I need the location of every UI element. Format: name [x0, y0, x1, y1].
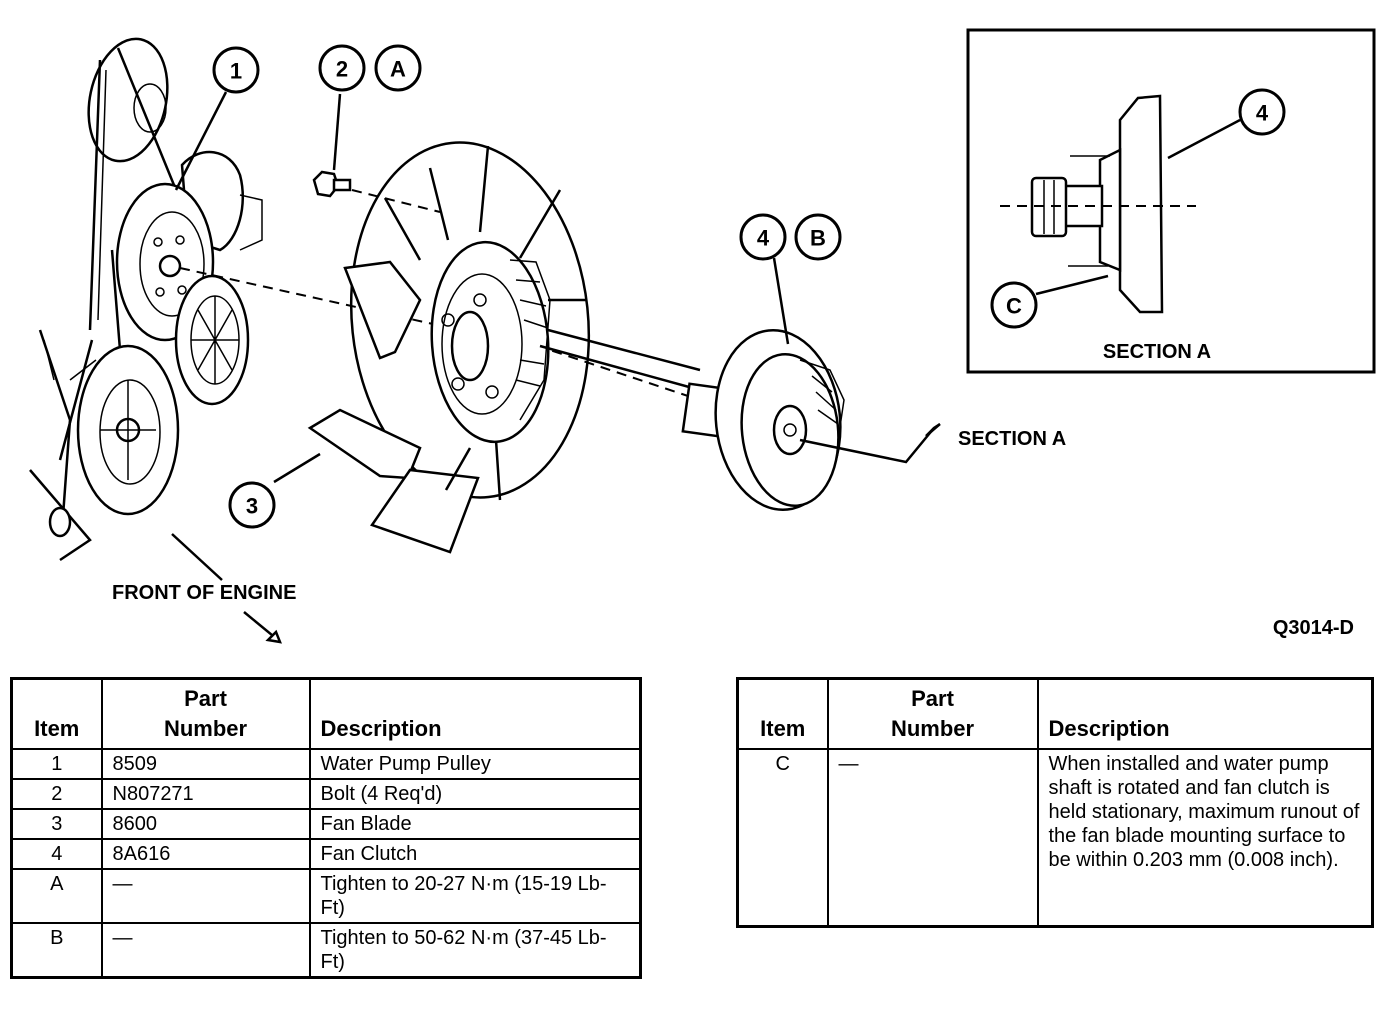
row-part: 8A616 [100, 837, 311, 870]
row-part: 8509 [100, 747, 311, 780]
table-row: A — Tighten to 20-27 N·m (15-19 Lb-Ft) [10, 867, 642, 924]
table-row: 2 N807271 Bolt (4 Req'd) [10, 777, 642, 810]
svg-text:2: 2 [336, 57, 348, 82]
parts-table-left: Item Part Number Description 1 8509 Wate… [10, 677, 642, 979]
figure-id: Q3014-D [1273, 617, 1354, 639]
callout-b: B [794, 213, 842, 261]
row-part: — [100, 921, 311, 978]
row-item: C [736, 747, 829, 928]
fan-hub [430, 240, 550, 444]
row-description: Fan Clutch [308, 837, 642, 870]
row-item: 1 [10, 747, 103, 780]
col-header-item: Item [736, 677, 829, 750]
row-description: Tighten to 50-62 N·m (37-45 Lb-Ft) [308, 921, 642, 978]
callout-c: C [990, 281, 1038, 329]
section-a-cut-line [799, 427, 935, 464]
callout-a: A [374, 44, 422, 92]
front-of-engine-label: FRONT OF ENGINE [112, 582, 296, 604]
fan-clutch [539, 328, 845, 511]
svg-text:A: A [390, 57, 406, 82]
section-a-caption: SECTION A [1103, 341, 1211, 363]
col-header-part-number: Part Number [100, 677, 311, 750]
table-row: C — When installed and water pump shaft … [736, 747, 1374, 928]
section-a-inset: 4 C SECTION A [966, 28, 1376, 374]
col-header-description: Description [308, 677, 642, 750]
engine-front-assembly [29, 37, 263, 562]
row-item: 2 [10, 777, 103, 810]
row-description: Water Pump Pulley [308, 747, 642, 780]
row-item: 4 [10, 837, 103, 870]
table-row: 1 8509 Water Pump Pulley [10, 747, 642, 780]
row-description: Bolt (4 Req'd) [308, 777, 642, 810]
row-part: 8600 [100, 807, 311, 840]
drive-belt [58, 47, 207, 461]
callout-1: 1 [212, 46, 260, 94]
table-row: 3 8600 Fan Blade [10, 807, 642, 840]
parts-table-right: Item Part Number Description C — When in… [736, 677, 1374, 928]
assembly-centerline [179, 267, 791, 431]
callout-3: 3 [228, 481, 276, 529]
col-header-item: Item [10, 677, 103, 750]
svg-text:4: 4 [757, 226, 770, 251]
fan-bolt [312, 170, 441, 213]
row-item: A [10, 867, 103, 924]
row-description: When installed and water pump shaft is r… [1036, 747, 1374, 928]
svg-text:1: 1 [230, 59, 242, 84]
row-part: N807271 [100, 777, 311, 810]
section-a-arrow-label: SECTION A [958, 428, 1066, 450]
callout-4: 4 [739, 213, 787, 261]
table-row: 4 8A616 Fan Clutch [10, 837, 642, 870]
row-description: Fan Blade [308, 807, 642, 840]
col-header-part-number: Part Number [826, 677, 1039, 750]
svg-text:C: C [1006, 294, 1022, 319]
row-item: B [10, 921, 103, 978]
row-description: Tighten to 20-27 N·m (15-19 Lb-Ft) [308, 867, 642, 924]
table-row: B — Tighten to 50-62 N·m (37-45 Lb-Ft) [10, 921, 642, 978]
col-header-description: Description [1036, 677, 1374, 750]
row-part: — [100, 867, 311, 924]
svg-text:3: 3 [246, 494, 258, 519]
exploded-view-diagram: SECTION A 1 2 A 3 4 B FRONT OF ENGINE [29, 28, 1376, 644]
fan-blade [307, 141, 591, 554]
svg-text:4: 4 [1256, 101, 1269, 126]
svg-text:B: B [810, 226, 826, 251]
upper-idler-pulley [87, 37, 169, 163]
row-part: — [826, 747, 1039, 928]
callout-4-section: 4 [1238, 88, 1286, 136]
row-item: 3 [10, 807, 103, 840]
callout-2: 2 [318, 44, 366, 92]
